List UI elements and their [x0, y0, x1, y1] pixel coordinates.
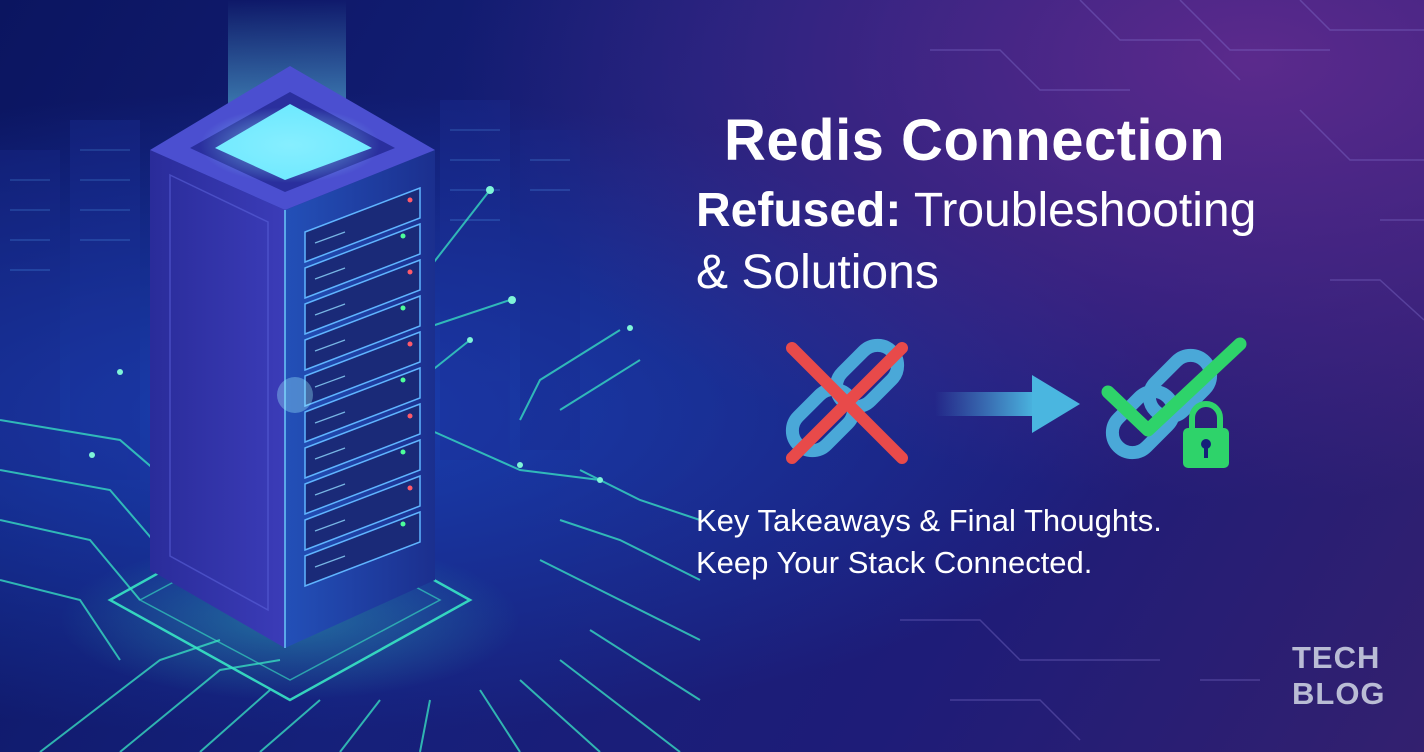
logo-line-1: TECH [1292, 640, 1381, 675]
title-line-2-rest: Troubleshooting [901, 184, 1257, 237]
status-icons [785, 337, 1247, 468]
title-line-1: Redis Connection [724, 108, 1226, 173]
red-x-icon [786, 342, 908, 464]
padlock-icon [1183, 401, 1229, 468]
server-tower [150, 66, 435, 648]
title-line-2: Refused: Troubleshooting [696, 180, 1396, 242]
title-line-2-bold: Refused: [696, 184, 902, 237]
tech-blog-logo: TECH BLOG [1292, 640, 1392, 712]
subtitle-line-2: Keep Your Stack Connected. [696, 545, 1093, 580]
arrow-right-icon [935, 375, 1080, 433]
decor-circuits [900, 0, 1424, 741]
title-line-3: & Solutions [696, 246, 939, 299]
article-subtitle: Key Takeaways & Final Thoughts. Keep You… [696, 500, 1336, 584]
logo-line-2: BLOG [1292, 676, 1386, 711]
subtitle-line-1: Key Takeaways & Final Thoughts. [696, 503, 1162, 538]
circuit-nodes [89, 186, 633, 483]
green-check-icon [1101, 337, 1247, 437]
article-title: Redis Connection Refused: Troubleshootin… [696, 108, 1396, 304]
